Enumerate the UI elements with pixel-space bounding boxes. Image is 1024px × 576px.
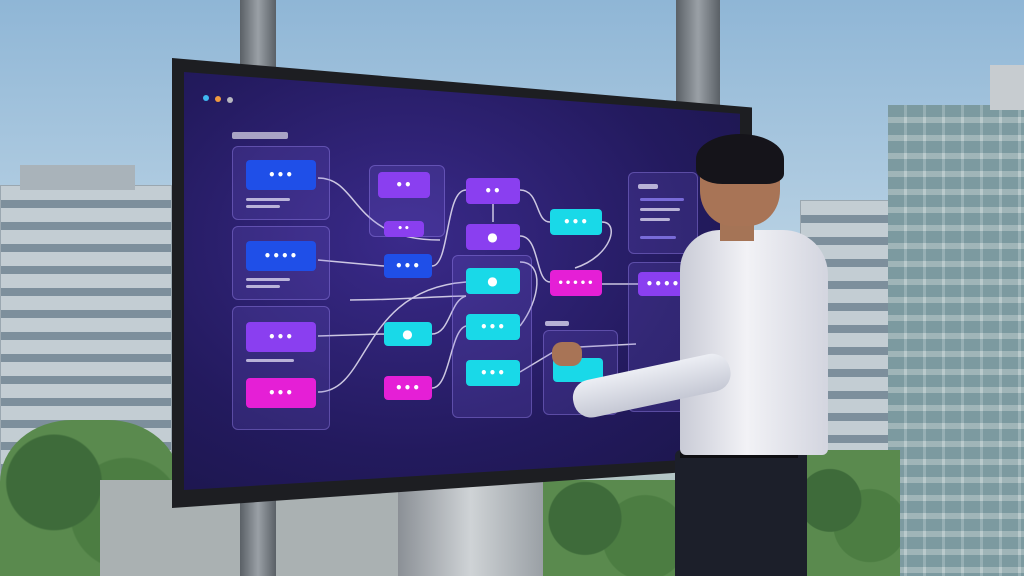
text-placeholder	[246, 278, 290, 281]
window-dot-icon	[203, 95, 209, 101]
right-glass-building-floors	[888, 105, 1024, 576]
connector	[317, 281, 467, 393]
connector	[519, 235, 551, 283]
title-bar-placeholder	[232, 132, 288, 139]
connector	[519, 189, 551, 223]
person-pants	[675, 450, 807, 576]
text-placeholder	[640, 198, 684, 201]
text-placeholder	[638, 184, 658, 189]
connector	[431, 325, 467, 389]
connector	[317, 259, 385, 267]
display-stand	[398, 480, 543, 576]
text-placeholder	[246, 285, 280, 288]
person-hair	[696, 134, 784, 184]
workflow-node[interactable]: ●	[466, 268, 520, 294]
workflow-node[interactable]: ••	[384, 221, 424, 237]
person-hand	[552, 342, 582, 366]
text-placeholder	[640, 208, 680, 211]
right-building-roof	[990, 65, 1024, 110]
connector	[431, 295, 467, 335]
connector	[574, 221, 612, 269]
workflow-node[interactable]: •••	[384, 376, 432, 400]
trees-center	[540, 480, 690, 576]
text-placeholder	[246, 205, 280, 208]
text-placeholder	[246, 198, 290, 201]
connector	[519, 261, 538, 327]
workflow-node[interactable]: •••	[466, 314, 520, 340]
text-placeholder	[545, 321, 569, 326]
workflow-node[interactable]: ••	[378, 172, 430, 198]
text-placeholder	[640, 218, 670, 221]
window-dot-icon	[215, 96, 221, 102]
window-dot-icon	[227, 97, 233, 103]
connector	[317, 177, 441, 241]
connector	[431, 189, 467, 267]
workflow-node[interactable]: ●	[384, 322, 432, 346]
workflow-node[interactable]: •••	[550, 209, 602, 235]
person	[540, 130, 840, 576]
trees-right	[800, 450, 900, 576]
connector	[349, 295, 467, 301]
workflow-node[interactable]: •••	[246, 378, 316, 408]
workflow-node[interactable]: ••••	[246, 241, 316, 271]
workflow-node[interactable]: •••	[466, 360, 520, 386]
person-shirt	[680, 230, 828, 455]
connector	[317, 333, 385, 337]
workflow-node[interactable]: ●	[466, 224, 520, 250]
workflow-node[interactable]: •••	[246, 160, 316, 190]
workflow-node[interactable]: ••••	[638, 272, 688, 296]
workflow-node[interactable]: ••	[466, 178, 520, 204]
left-building-roof	[20, 165, 135, 190]
text-placeholder	[246, 359, 294, 362]
workflow-node[interactable]: •••	[384, 254, 432, 278]
text-placeholder	[640, 236, 676, 239]
workflow-node[interactable]: •••••	[550, 270, 602, 296]
workflow-node[interactable]: •••	[246, 322, 316, 352]
